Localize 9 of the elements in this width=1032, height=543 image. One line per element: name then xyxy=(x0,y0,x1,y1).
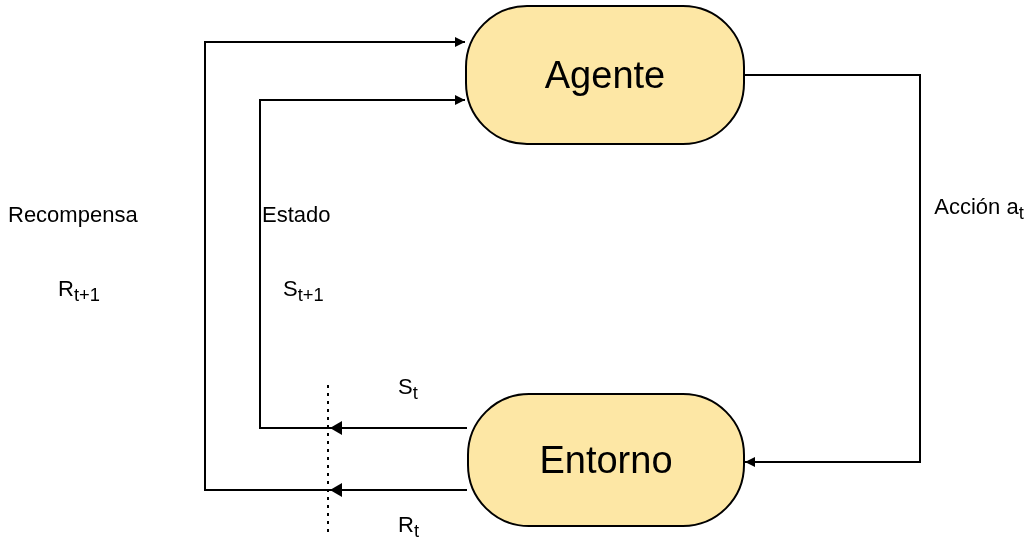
signal-symbol: R$_{t}$ xyxy=(398,511,419,543)
node-title: Entorno xyxy=(539,438,673,482)
signal-symbol: S$_{t+1}$ xyxy=(283,275,324,308)
signal-symbol: S$_{t}$ xyxy=(398,373,418,406)
signal-name: Estado xyxy=(262,201,331,229)
signal-symbol: R$_{t+1}$ xyxy=(58,275,100,308)
signal-name: Recompensa xyxy=(8,201,138,229)
edge-label: Acción a$_{t}$ xyxy=(933,193,1025,226)
node-title: Agente xyxy=(544,53,666,97)
